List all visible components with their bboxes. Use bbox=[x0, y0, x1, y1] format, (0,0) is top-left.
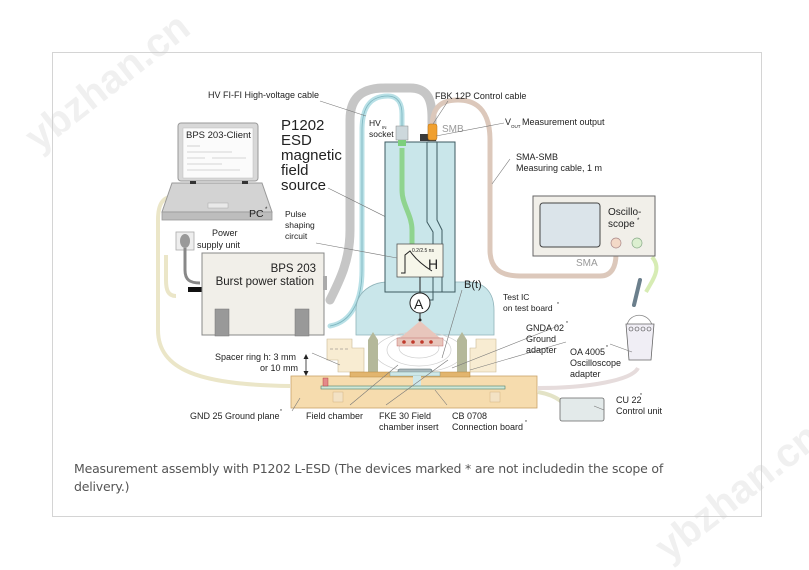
cb-label-line2: Connection board bbox=[452, 422, 523, 432]
pulse-timing-label: 0.2/2.5 ns bbox=[412, 248, 434, 254]
bt-label: B(t) bbox=[464, 279, 482, 291]
vout-label: V OUT Measurement output bbox=[505, 117, 605, 129]
hv-high-voltage-cable bbox=[325, 83, 437, 305]
pulse-label-line1: Pulse bbox=[285, 209, 307, 219]
sma-smb-label-line2: Measuring cable, 1 m bbox=[516, 163, 602, 173]
pulse-shaping-circuit: 0.2/2.5 ns H bbox=[396, 243, 444, 278]
svg-text:HV: HV bbox=[369, 118, 381, 128]
gnda-label-line3: adapter bbox=[526, 345, 557, 355]
testic-label-line1: Test IC bbox=[503, 292, 529, 302]
gnda-label-line1: GNDA 02 bbox=[526, 323, 564, 333]
gnd-asterisk: * bbox=[280, 409, 282, 415]
pulse-waveform-icon bbox=[401, 250, 433, 274]
ammeter-icon: A bbox=[409, 292, 431, 322]
sma-smb-label-line1: SMA-SMB bbox=[516, 152, 558, 162]
fke-label-line2: chamber insert bbox=[379, 422, 439, 432]
oscilloscope-asterisk: * bbox=[637, 218, 640, 224]
cu-label-line2: Control unit bbox=[616, 406, 663, 416]
fke-label-line1: FKE 30 Field bbox=[379, 411, 431, 421]
device-title-line2: ESD bbox=[281, 132, 312, 149]
ammeter-label: A bbox=[414, 296, 424, 312]
sma-smb-measuring-cable bbox=[429, 97, 619, 279]
cu-asterisk: * bbox=[640, 393, 642, 399]
laptop-screen-title: BPS 203-Client bbox=[186, 130, 251, 141]
svg-text:V: V bbox=[505, 117, 511, 127]
testic-asterisk: * bbox=[557, 302, 559, 308]
device-title: P1202 ESD magnetic field source bbox=[281, 117, 393, 221]
power-label-line2: supply unit bbox=[197, 240, 241, 250]
hv-socket-label: HV IN socket bbox=[369, 118, 394, 139]
svg-text:socket: socket bbox=[369, 129, 394, 139]
cb-label-line1: CB 0708 bbox=[452, 411, 487, 421]
figure-caption: Measurement assembly with P1202 L-ESD (T… bbox=[74, 461, 664, 494]
gnda-label-line2: Ground bbox=[526, 334, 556, 344]
spacer-label-line2: or 10 mm bbox=[260, 363, 298, 373]
device-title-line5: source bbox=[281, 177, 326, 194]
gnd-label: GND 25 Ground plane bbox=[190, 411, 280, 421]
smb-top-label: SMB bbox=[442, 124, 464, 135]
pc-label: PC bbox=[249, 208, 264, 220]
cb-asterisk: * bbox=[525, 420, 527, 426]
oscilloscope: Oscillo- scope * SMA bbox=[532, 195, 656, 269]
oa-label-line1: OA 4005 bbox=[570, 347, 605, 357]
svg-text:Measurement output: Measurement output bbox=[522, 117, 605, 127]
bps-label-line2: Burst power station bbox=[216, 276, 314, 288]
gnda-asterisk: * bbox=[566, 321, 568, 327]
oscilloscope-label-line2: scope bbox=[608, 219, 635, 230]
oa-label-line3: adapter bbox=[570, 369, 601, 379]
field-chamber-label: Field chamber bbox=[306, 411, 363, 421]
bps-203-burst-power-station: BPS 203 Burst power station bbox=[201, 252, 327, 337]
oa-label-line2: Oscilloscope bbox=[570, 358, 621, 368]
oscilloscope-probe-cable bbox=[644, 255, 659, 293]
device-title-line4: field bbox=[281, 162, 309, 179]
cu-22-control-unit bbox=[559, 397, 605, 422]
power-label-line1: Power bbox=[212, 228, 238, 238]
sma-label: SMA bbox=[576, 258, 598, 269]
pc-laptop: BPS 203-Client PC * bbox=[161, 122, 273, 221]
leader-lines bbox=[291, 100, 633, 412]
oscilloscope-adapter-cable bbox=[537, 366, 640, 390]
device-title-line3: magnetic bbox=[281, 147, 342, 164]
fbk-cable-label: FBK 12P Control cable bbox=[435, 91, 526, 101]
device-title-line1: P1202 bbox=[281, 117, 324, 134]
pulse-h-label: H bbox=[428, 256, 438, 272]
oscilloscope-label-line1: Oscillo- bbox=[608, 207, 641, 218]
power-supply-unit: Power supply unit bbox=[175, 228, 241, 292]
svg-text:IN: IN bbox=[382, 125, 387, 130]
hv-cable-label: HV FI-FI High-voltage cable bbox=[208, 90, 319, 100]
pulse-label-line2: shaping bbox=[285, 220, 315, 230]
pc-control-cable bbox=[156, 194, 291, 388]
hv-socket-cable-outline bbox=[329, 95, 403, 327]
bps-label-line1: BPS 203 bbox=[271, 263, 316, 275]
cu-label-line1: CU 22 bbox=[616, 395, 642, 405]
testic-label-line2: on test board bbox=[503, 303, 553, 313]
oa-4005-oscilloscope-adapter bbox=[625, 278, 655, 361]
spacer-label-line1: Spacer ring h: 3 mm bbox=[215, 352, 296, 362]
base-assembly bbox=[290, 321, 538, 409]
oa-asterisk: * bbox=[606, 345, 608, 351]
pc-asterisk: * bbox=[265, 207, 268, 213]
svg-text:OUT: OUT bbox=[511, 124, 521, 129]
power-supply-cable bbox=[164, 255, 177, 298]
pulse-label-line3: circuit bbox=[285, 231, 308, 241]
